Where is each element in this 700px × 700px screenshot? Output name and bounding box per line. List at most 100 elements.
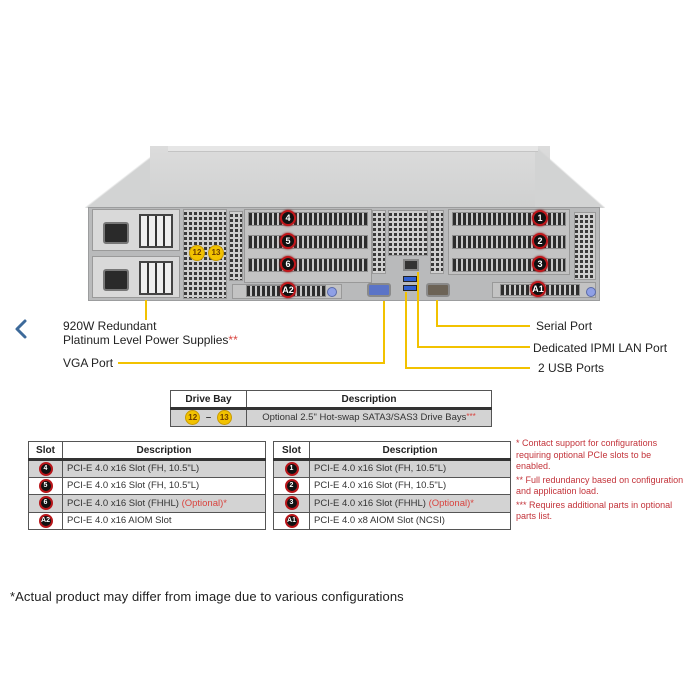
vga-port-label: VGA Port <box>63 356 114 370</box>
bay-range-dash: – <box>205 412 212 424</box>
optional-note: (Optional)* <box>181 497 227 509</box>
description-header: Description <box>309 441 511 461</box>
slot-header: Slot <box>28 441 63 461</box>
description-cell: PCI-E 4.0 x16 Slot (FH, 10.5"L) <box>62 459 266 478</box>
fan-grille-icon <box>139 214 173 248</box>
slot-cell: 4 <box>28 459 63 478</box>
table-row: 6 PCI-E 4.0 x16 Slot (FHHL) (Optional)* <box>28 494 266 513</box>
table-row: 1 PCI-E 4.0 x16 Slot (FH, 10.5"L) <box>273 459 511 478</box>
drive-bay-range: 12 – 13 <box>170 408 247 427</box>
vga-port-icon <box>367 283 391 297</box>
slot-badge: A2 <box>38 513 53 528</box>
description-text: PCI-E 4.0 x16 Slot (FH, 10.5"L) <box>314 480 447 492</box>
psu-footnote-mark: ** <box>228 333 238 347</box>
slot-badge: A1 <box>284 513 299 528</box>
riser-vent-left <box>229 211 243 281</box>
slot-badge-4: 4 <box>280 210 296 226</box>
optional-note: (Optional)* <box>428 497 474 509</box>
slot-badge: 4 <box>38 461 53 476</box>
ipmi-leader-line-h <box>417 346 530 348</box>
pcie-slot-6 <box>248 258 368 272</box>
usb-leader-line-h <box>405 367 530 369</box>
chassis-top-lip <box>168 146 538 152</box>
description-cell: PCI-E 4.0 x16 Slot (FH, 10.5"L) <box>309 476 511 495</box>
chassis-top-cover <box>150 146 550 208</box>
thumbscrew-icon <box>586 287 596 297</box>
center-vent-strip <box>372 210 386 274</box>
serial-port-label: Serial Port <box>536 319 593 333</box>
slot-badge-1: 1 <box>532 210 548 226</box>
psu-label-text: Platinum Level Power Supplies <box>63 333 229 347</box>
slot-cell: 3 <box>273 494 310 513</box>
drive-bay-footnote-mark: *** <box>466 412 476 422</box>
pcie-slot-5 <box>248 235 368 249</box>
psu-leader-line <box>145 300 147 320</box>
psu-label-line1: 920W Redundant <box>63 319 157 333</box>
footnote-1: * Contact support for configurations req… <box>516 438 658 471</box>
table-row: 2 PCI-E 4.0 x16 Slot (FH, 10.5"L) <box>273 476 511 495</box>
drive-bay-badge-12: 12 <box>189 245 205 261</box>
table-row: 3 PCI-E 4.0 x16 Slot (FHHL) (Optional)* <box>273 494 511 513</box>
power-plug-icon <box>103 269 129 291</box>
pcie-slot-1 <box>452 212 566 226</box>
drive-bay-description: Optional 2.5" Hot-swap SATA3/SAS3 Drive … <box>246 408 492 427</box>
slot-badge-2: 2 <box>532 233 548 249</box>
description-text: PCI-E 4.0 x16 Slot (FHHL) <box>314 497 426 509</box>
description-cell: PCI-E 4.0 x16 AIOM Slot <box>62 511 266 530</box>
psu-label-line2: Platinum Level Power Supplies** <box>63 333 238 347</box>
serial-port-icon <box>426 283 450 297</box>
description-cell: PCI-E 4.0 x16 Slot (FH, 10.5"L) <box>62 476 266 495</box>
slot-cell: A2 <box>28 511 63 530</box>
footnotes: * Contact support for configurations req… <box>516 438 688 525</box>
center-vent <box>388 210 428 256</box>
back-button[interactable] <box>8 316 34 342</box>
power-supply-1 <box>92 209 180 251</box>
description-cell: PCI-E 4.0 x16 Slot (FH, 10.5"L) <box>309 459 511 478</box>
drive-bay-table: Drive Bay Description 12 – 13 Optional 2… <box>170 390 492 427</box>
usb-port-icon <box>403 285 417 291</box>
description-cell: PCI-E 4.0 x16 Slot (FHHL) (Optional)* <box>62 494 266 513</box>
slot-cell: 5 <box>28 476 63 495</box>
slot-cell: A1 <box>273 511 310 530</box>
disclaimer: *Actual product may differ from image du… <box>10 589 404 604</box>
pcie-slot-2 <box>452 235 566 249</box>
description-cell: PCI-E 4.0 x8 AIOM Slot (NCSI) <box>309 511 511 530</box>
vga-leader-line-v <box>383 301 385 363</box>
pcie-slot-3 <box>452 258 566 272</box>
drive-bay-description-header: Description <box>246 390 492 410</box>
drive-bay-badge-13: 13 <box>208 245 224 261</box>
description-header: Description <box>62 441 266 461</box>
bay-badge-from: 12 <box>185 410 201 426</box>
usb-ports-label: 2 USB Ports <box>538 361 605 375</box>
chassis-top-right-bevel <box>535 146 605 208</box>
pcie-slot-4 <box>248 212 368 226</box>
slot-header: Slot <box>273 441 310 461</box>
center-vent-strip-2 <box>430 210 444 274</box>
table-row: 12 – 13 Optional 2.5" Hot-swap SATA3/SAS… <box>170 408 492 427</box>
slot-badge: 2 <box>284 478 299 493</box>
slot-badge-3: 3 <box>532 256 548 272</box>
usb-port-icon <box>403 276 417 282</box>
table-row: A1 PCI-E 4.0 x8 AIOM Slot (NCSI) <box>273 511 511 530</box>
slot-badge-a2: A2 <box>280 282 296 298</box>
drive-bay-header: Drive Bay <box>170 390 247 410</box>
power-supply-2 <box>92 256 180 298</box>
bay-badge-to: 13 <box>216 410 232 426</box>
slot-badge: 1 <box>284 461 299 476</box>
description-text: PCI-E 4.0 x16 Slot (FH, 10.5"L) <box>67 463 200 475</box>
footnote-2: ** Full redundancy based on configuratio… <box>516 474 684 497</box>
description-text: PCI-E 4.0 x16 Slot (FH, 10.5"L) <box>67 480 200 492</box>
slot-badge-a1: A1 <box>530 281 546 297</box>
slot-badge: 6 <box>38 496 53 511</box>
serial-leader-line-v <box>436 300 438 326</box>
description-text: PCI-E 4.0 x8 AIOM Slot (NCSI) <box>314 515 445 527</box>
ipmi-lan-port-label: Dedicated IPMI LAN Port <box>533 341 668 355</box>
slot-badge: 5 <box>38 478 53 493</box>
ipmi-lan-port-icon <box>403 259 419 271</box>
table-row: 5 PCI-E 4.0 x16 Slot (FH, 10.5"L) <box>28 476 266 495</box>
right-vent <box>574 212 596 280</box>
slot-badge-6: 6 <box>280 256 296 272</box>
power-plug-icon <box>103 222 129 244</box>
slot-badge-5: 5 <box>280 233 296 249</box>
description-text: PCI-E 4.0 x16 Slot (FH, 10.5"L) <box>314 463 447 475</box>
